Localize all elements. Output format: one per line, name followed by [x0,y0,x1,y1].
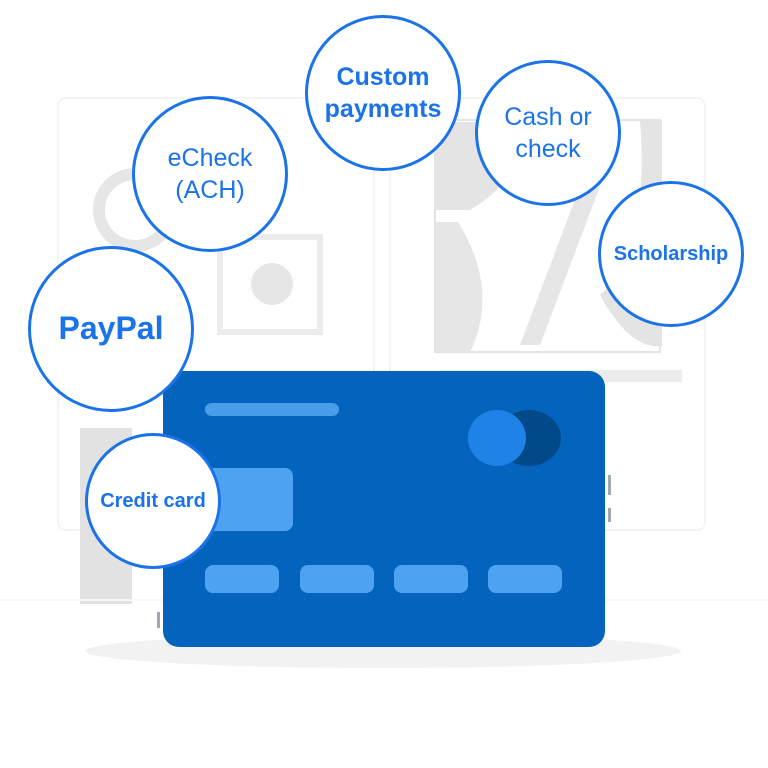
echeck-bubble[interactable]: eCheck (ACH) [132,96,288,252]
card-number-block [394,565,468,593]
card-number-block [300,565,374,593]
paypal-label: PayPal [58,310,164,347]
card-name-line [205,403,339,416]
card-number-block [205,565,279,593]
credit-card-illustration [163,371,605,647]
echeck-label: eCheck (ACH) [167,143,253,205]
custom-payments-bubble[interactable]: Custom payments [305,15,461,171]
credit-card-bubble[interactable]: Credit card [85,433,221,569]
card-logo-circle-light [468,410,526,466]
scholarship-bubble[interactable]: Scholarship [598,181,744,327]
custom-payments-label: Custom payments [324,62,442,124]
credit-card-label: Credit card [100,490,206,512]
card-number-block [488,565,562,593]
cash-or-check-label: Cash or check [504,102,592,164]
paypal-bubble[interactable]: PayPal [28,246,194,412]
scholarship-label: Scholarship [613,243,729,265]
cash-or-check-bubble[interactable]: Cash or check [475,60,621,206]
